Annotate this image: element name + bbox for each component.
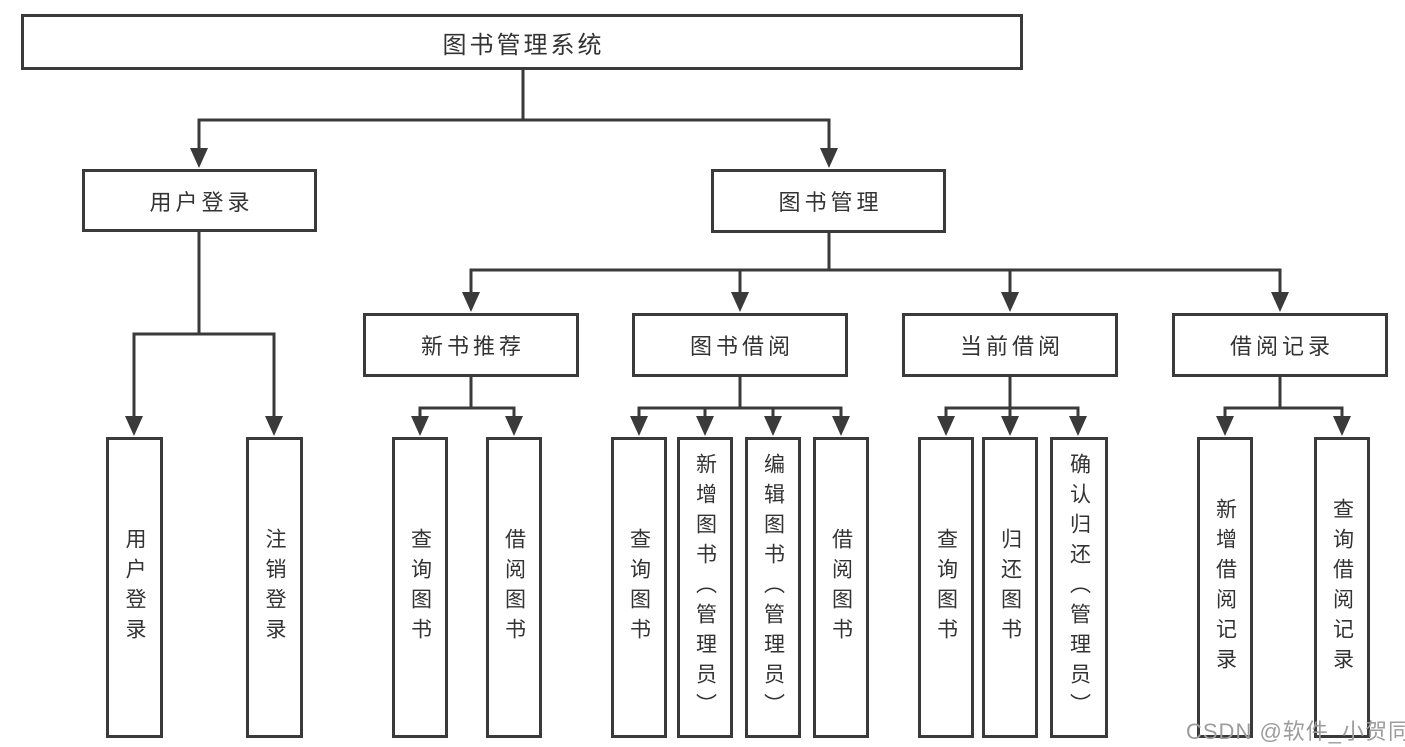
leaf-query-books-current: 查询图书 — [918, 437, 974, 738]
leaf-query-books-borrow: 查询图书 — [611, 437, 667, 738]
arrowhead — [832, 416, 850, 436]
arrowhead — [1216, 416, 1234, 436]
leaf-edit-books-admin: 编辑图书（管理员） — [745, 437, 801, 738]
arrowhead — [125, 416, 143, 436]
leaf-confirm-return-admin: 确认归还（管理员） — [1050, 437, 1108, 738]
node-label: 查询借阅记录 — [1330, 497, 1354, 678]
node-label: 用户登录 — [123, 527, 146, 648]
arrowhead — [505, 416, 523, 436]
connector-borrow-records-leaves — [1223, 377, 1344, 418]
connector-root-level2 — [197, 70, 831, 150]
node-borrow-records: 借阅记录 — [1172, 313, 1388, 377]
arrowhead — [764, 416, 782, 436]
node-label: 图书管理系统 — [442, 31, 605, 59]
node-label: 查询图书 — [408, 527, 432, 648]
node-label: 图书管理 — [778, 190, 883, 215]
node-label: 新增借阅记录 — [1213, 497, 1237, 678]
node-book-borrow: 图书借阅 — [632, 313, 848, 377]
node-label: 借阅图书 — [502, 527, 526, 648]
connector-book-borrow-leaves — [637, 377, 843, 418]
arrowhead — [820, 148, 838, 168]
arrowhead — [411, 416, 429, 436]
leaf-borrow-books: 借阅图书 — [813, 437, 869, 738]
node-label: 借阅记录 — [1229, 334, 1334, 359]
leaf-add-borrow-record: 新增借阅记录 — [1197, 437, 1253, 738]
arrowhead — [937, 416, 955, 436]
node-label: 查询图书 — [627, 527, 651, 648]
node-label: 编辑图书（管理员） — [761, 452, 785, 723]
arrowhead — [190, 148, 208, 168]
node-label: 图书借阅 — [689, 334, 794, 359]
leaf-query-borrow-record: 查询借阅记录 — [1314, 437, 1370, 738]
node-label: 归还图书 — [998, 527, 1022, 648]
leaf-query-books-recommend: 查询图书 — [392, 437, 448, 738]
arrowhead — [696, 416, 714, 436]
connector-new-book-leaves — [418, 377, 516, 418]
arrowhead — [1271, 292, 1289, 312]
node-label: 新增图书（管理员） — [693, 452, 717, 723]
arrowhead — [1333, 416, 1351, 436]
node-label: 用户登录 — [149, 189, 254, 215]
arrowhead — [265, 416, 283, 436]
csdn-watermark: CSDN @软件_小贺同学 — [1186, 719, 1405, 744]
leaf-return-books: 归还图书 — [982, 437, 1038, 738]
node-book-management: 图书管理 — [711, 169, 946, 233]
connector-user-login-leaves — [132, 232, 276, 418]
leaf-logout: 注销登录 — [246, 437, 303, 738]
leaf-user-login: 用户登录 — [106, 437, 163, 738]
arrowhead — [630, 416, 648, 436]
node-label: 借阅图书 — [829, 527, 853, 648]
node-label: 新书推荐 — [420, 334, 525, 359]
node-label: 查询图书 — [934, 527, 958, 648]
connector-current-borrow-leaves — [944, 377, 1080, 418]
connector-book-management-level3 — [469, 233, 1282, 294]
leaf-add-books-admin: 新增图书（管理员） — [677, 437, 733, 738]
node-label: 注销登录 — [263, 527, 286, 648]
arrowhead — [1069, 416, 1087, 436]
node-label: 当前借阅 — [959, 334, 1064, 359]
arrowhead — [731, 292, 749, 312]
arrowhead — [1001, 292, 1019, 312]
leaf-borrow-books-recommend: 借阅图书 — [486, 437, 542, 738]
node-current-borrow: 当前借阅 — [902, 313, 1118, 377]
arrowhead — [1001, 416, 1019, 436]
node-new-book-recommend: 新书推荐 — [363, 313, 579, 377]
arrowhead — [462, 292, 480, 312]
node-user-login: 用户登录 — [82, 169, 317, 232]
node-library-management-system: 图书管理系统 — [21, 14, 1023, 70]
node-label: 确认归还（管理员） — [1067, 452, 1091, 723]
